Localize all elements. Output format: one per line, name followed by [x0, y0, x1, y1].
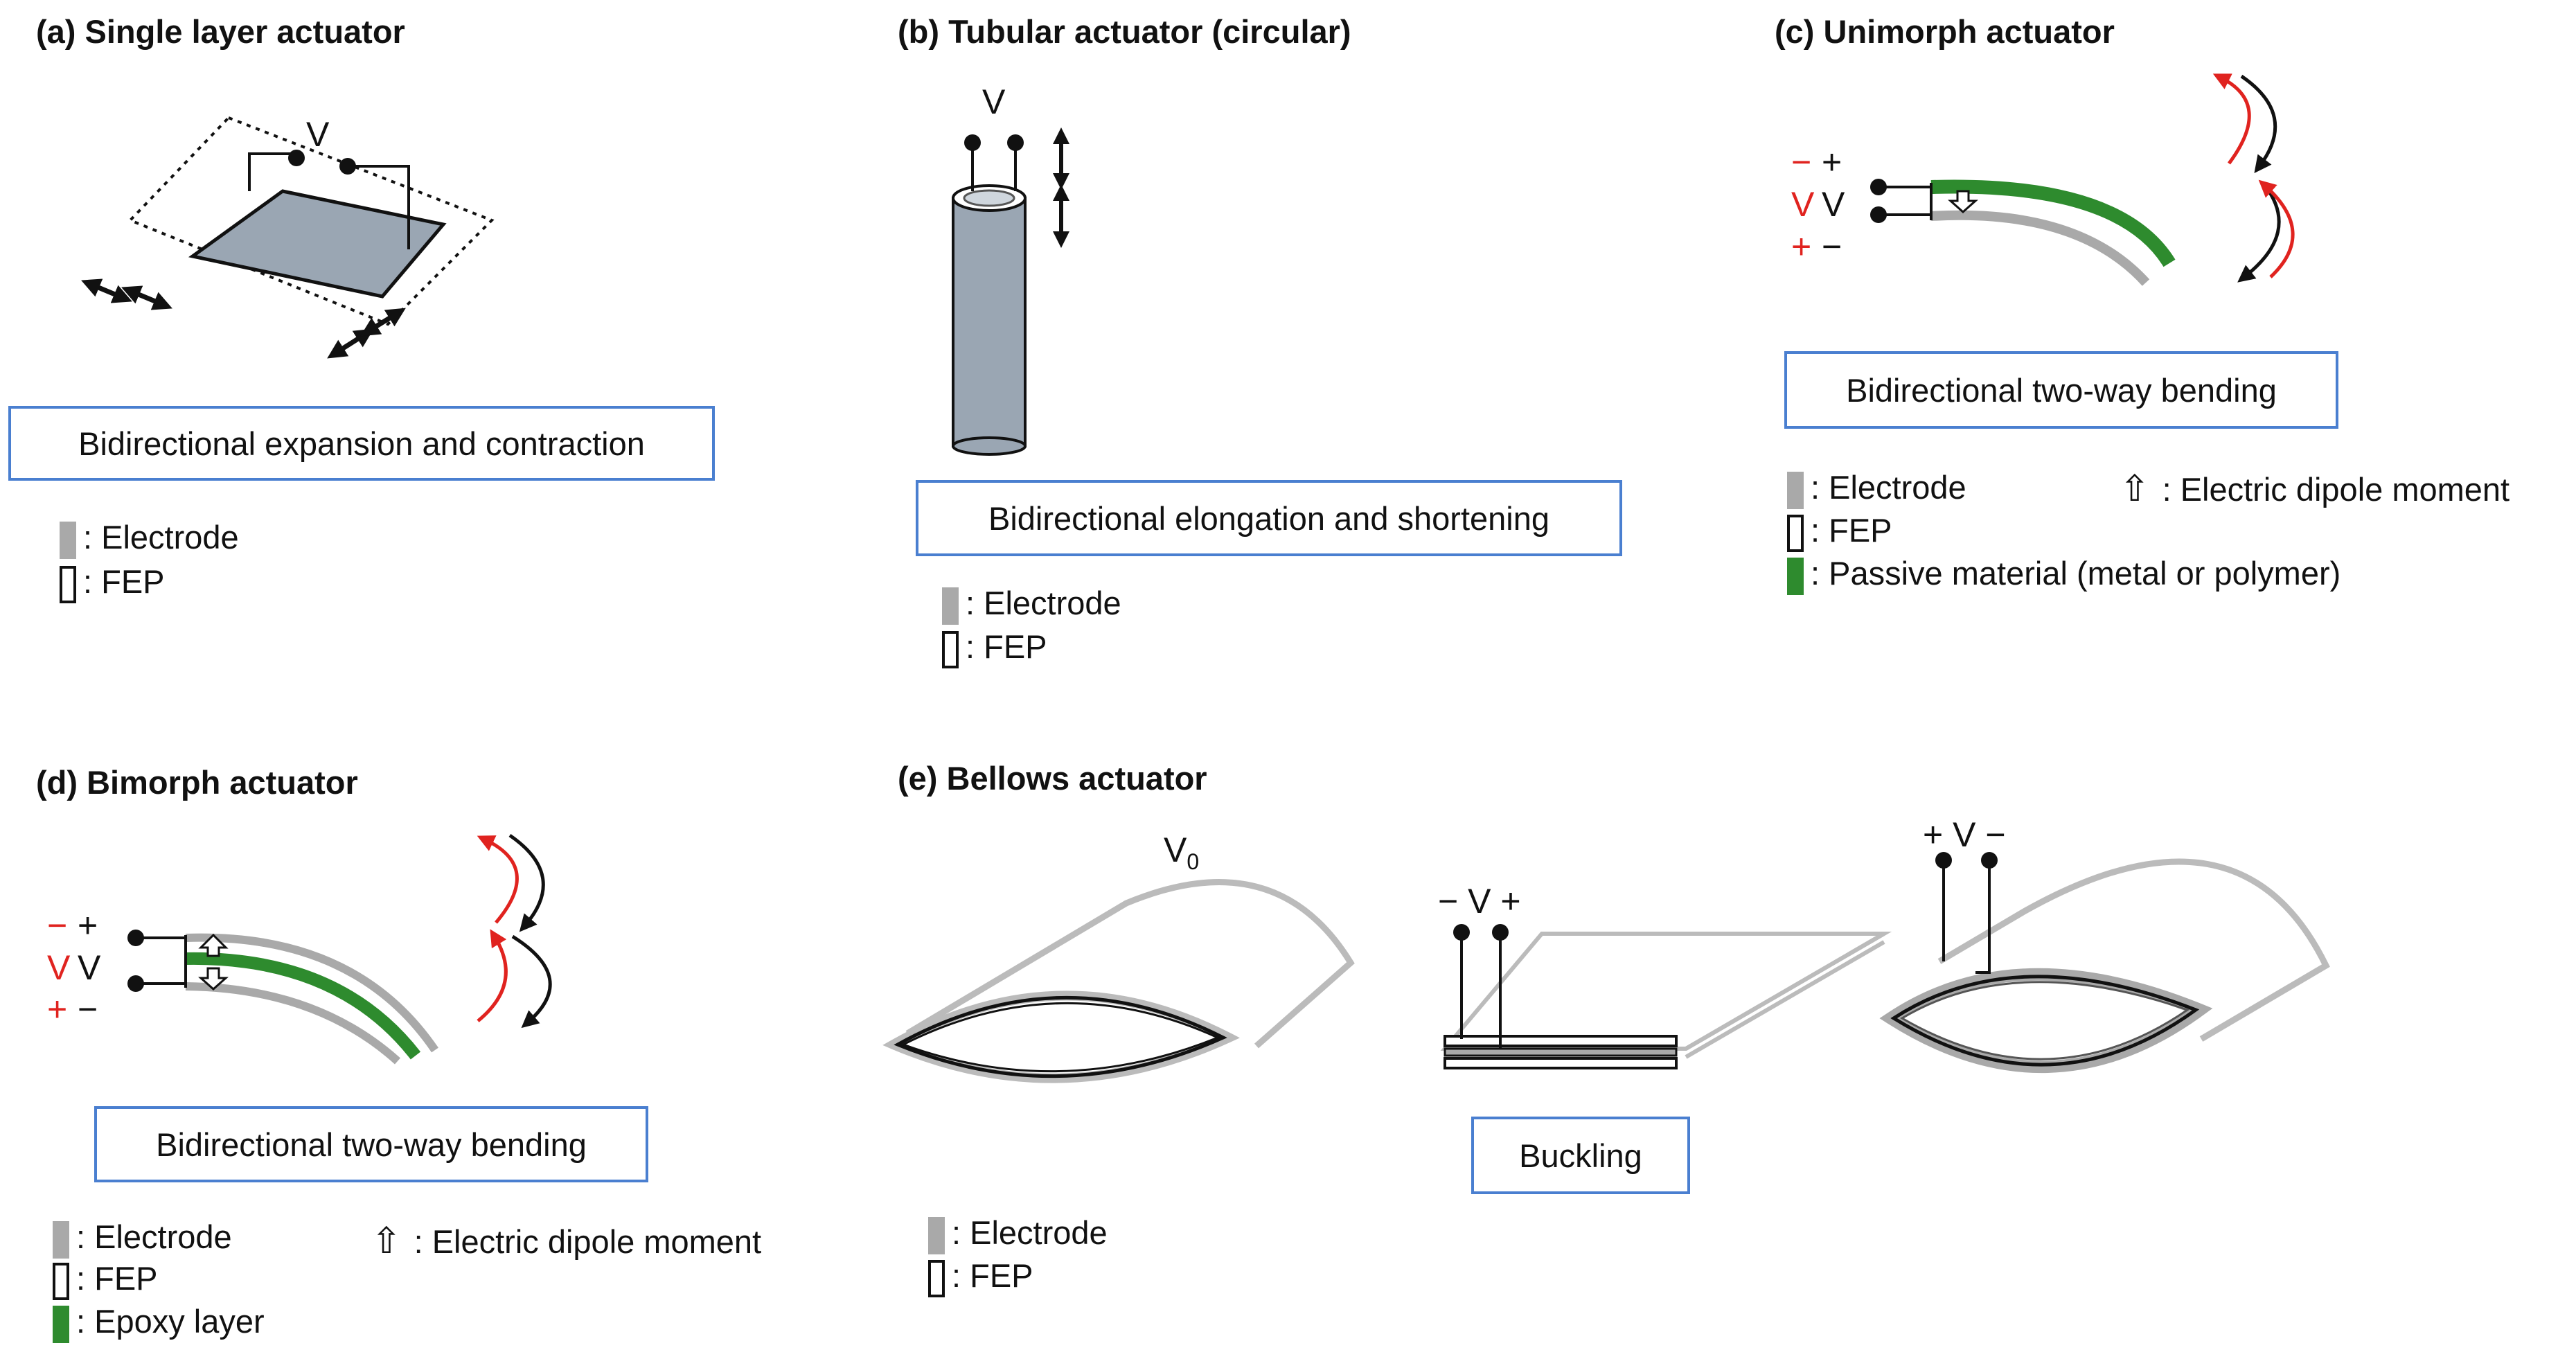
panel-d-title: (d) Bimorph actuator	[36, 764, 358, 801]
panel-b-legend-fep: : FEP	[942, 628, 1047, 668]
panel-c-legend-passive: : Passive material (metal or polymer)	[1787, 554, 2340, 595]
panel-e-bellows-mid	[1440, 924, 1892, 1069]
dipole-arrow-icon: ⇧	[371, 1221, 402, 1261]
panel-d-caption: Bidirectional two-way bending	[94, 1106, 648, 1182]
panel-c-polarity-red-mid: V	[1791, 185, 1815, 224]
panel-d-polarity-red-bot: +	[47, 990, 68, 1029]
panel-c-title: (c) Unimorph actuator	[1775, 13, 2115, 50]
electrode-swatch-icon	[928, 1216, 945, 1254]
panel-b-caption: Bidirectional elongation and shortening	[916, 480, 1622, 556]
panel-d-polarity-black-mid: V	[78, 948, 101, 987]
panel-c-legend-dipole: ⇧: Electric dipole moment	[2120, 469, 2510, 509]
panel-d-polarity-red-mid: V	[47, 948, 71, 987]
fep-swatch-icon	[942, 630, 959, 668]
panel-c-legend-fep: : FEP	[1787, 511, 1892, 552]
panel-a-title: (a) Single layer actuator	[36, 13, 405, 50]
panel-c-legend-electrode: : Electrode	[1787, 468, 1966, 509]
dipole-arrow-icon: ⇧	[2120, 469, 2150, 509]
panel-c-caption: Bidirectional two-way bending	[1784, 351, 2338, 429]
panel-d-polarity-red-top: −	[47, 906, 68, 945]
epoxy-layer-swatch-icon	[53, 1305, 69, 1343]
panel-b-legend-electrode: : Electrode	[942, 584, 1121, 625]
panel-e-bellows-left	[882, 879, 1355, 1083]
panel-e-v0-label: V0	[1164, 830, 1200, 874]
fep-swatch-icon	[53, 1262, 69, 1300]
electrode-swatch-icon	[942, 587, 959, 625]
panel-d-legend-electrode: : Electrode	[53, 1218, 232, 1259]
panel-a-legend-electrode: : Electrode	[60, 518, 239, 559]
panel-d-legend-dipole: ⇧: Electric dipole moment	[371, 1221, 762, 1261]
panel-d-legend-epoxy: : Epoxy layer	[53, 1302, 265, 1343]
panel-d-polarity-black-bot: −	[78, 990, 98, 1029]
panel-a-legend-fep: : FEP	[60, 562, 165, 603]
panel-d-polarity-black-top: +	[78, 906, 98, 945]
fep-swatch-icon	[928, 1259, 945, 1297]
panel-c-polarity-black-top: +	[1822, 143, 1842, 181]
panel-c-polarity-black-bot: −	[1822, 227, 1842, 266]
panel-d-legend-fep: : FEP	[53, 1259, 158, 1300]
electrode-swatch-icon	[1787, 471, 1804, 509]
electrode-swatch-icon	[60, 521, 76, 559]
panel-c-polarity-red-bot: +	[1791, 227, 1812, 266]
panel-e-legend-fep: : FEP	[928, 1256, 1033, 1297]
panel-e-caption: Buckling	[1471, 1117, 1690, 1194]
panel-e-bellows-right	[1879, 852, 2330, 1074]
panel-e-right-voltage-label: + V −	[1923, 815, 2006, 854]
panel-d-beam	[127, 833, 552, 1065]
panel-e-legend-electrode: : Electrode	[928, 1214, 1108, 1254]
panel-a-caption: Bidirectional expansion and contraction	[8, 406, 715, 481]
panel-e-title: (e) Bellows actuator	[898, 760, 1207, 797]
panel-c-beam	[1870, 73, 2295, 286]
electrode-swatch-icon	[53, 1220, 69, 1259]
panel-c-polarity-red-top: −	[1791, 143, 1812, 181]
panel-b-tube	[952, 127, 1069, 456]
panel-e-mid-voltage-label: − V +	[1438, 882, 1521, 921]
panel-a-sheet	[81, 116, 495, 359]
panel-a-voltage-label: V	[306, 115, 330, 154]
fep-swatch-icon	[1787, 514, 1804, 552]
panel-b-title: (b) Tubular actuator (circular)	[898, 13, 1351, 50]
panel-c-polarity-black-mid: V	[1822, 185, 1845, 224]
fep-swatch-icon	[60, 565, 76, 603]
passive-material-swatch-icon	[1787, 557, 1804, 595]
panel-b-voltage-label: V	[982, 82, 1006, 121]
